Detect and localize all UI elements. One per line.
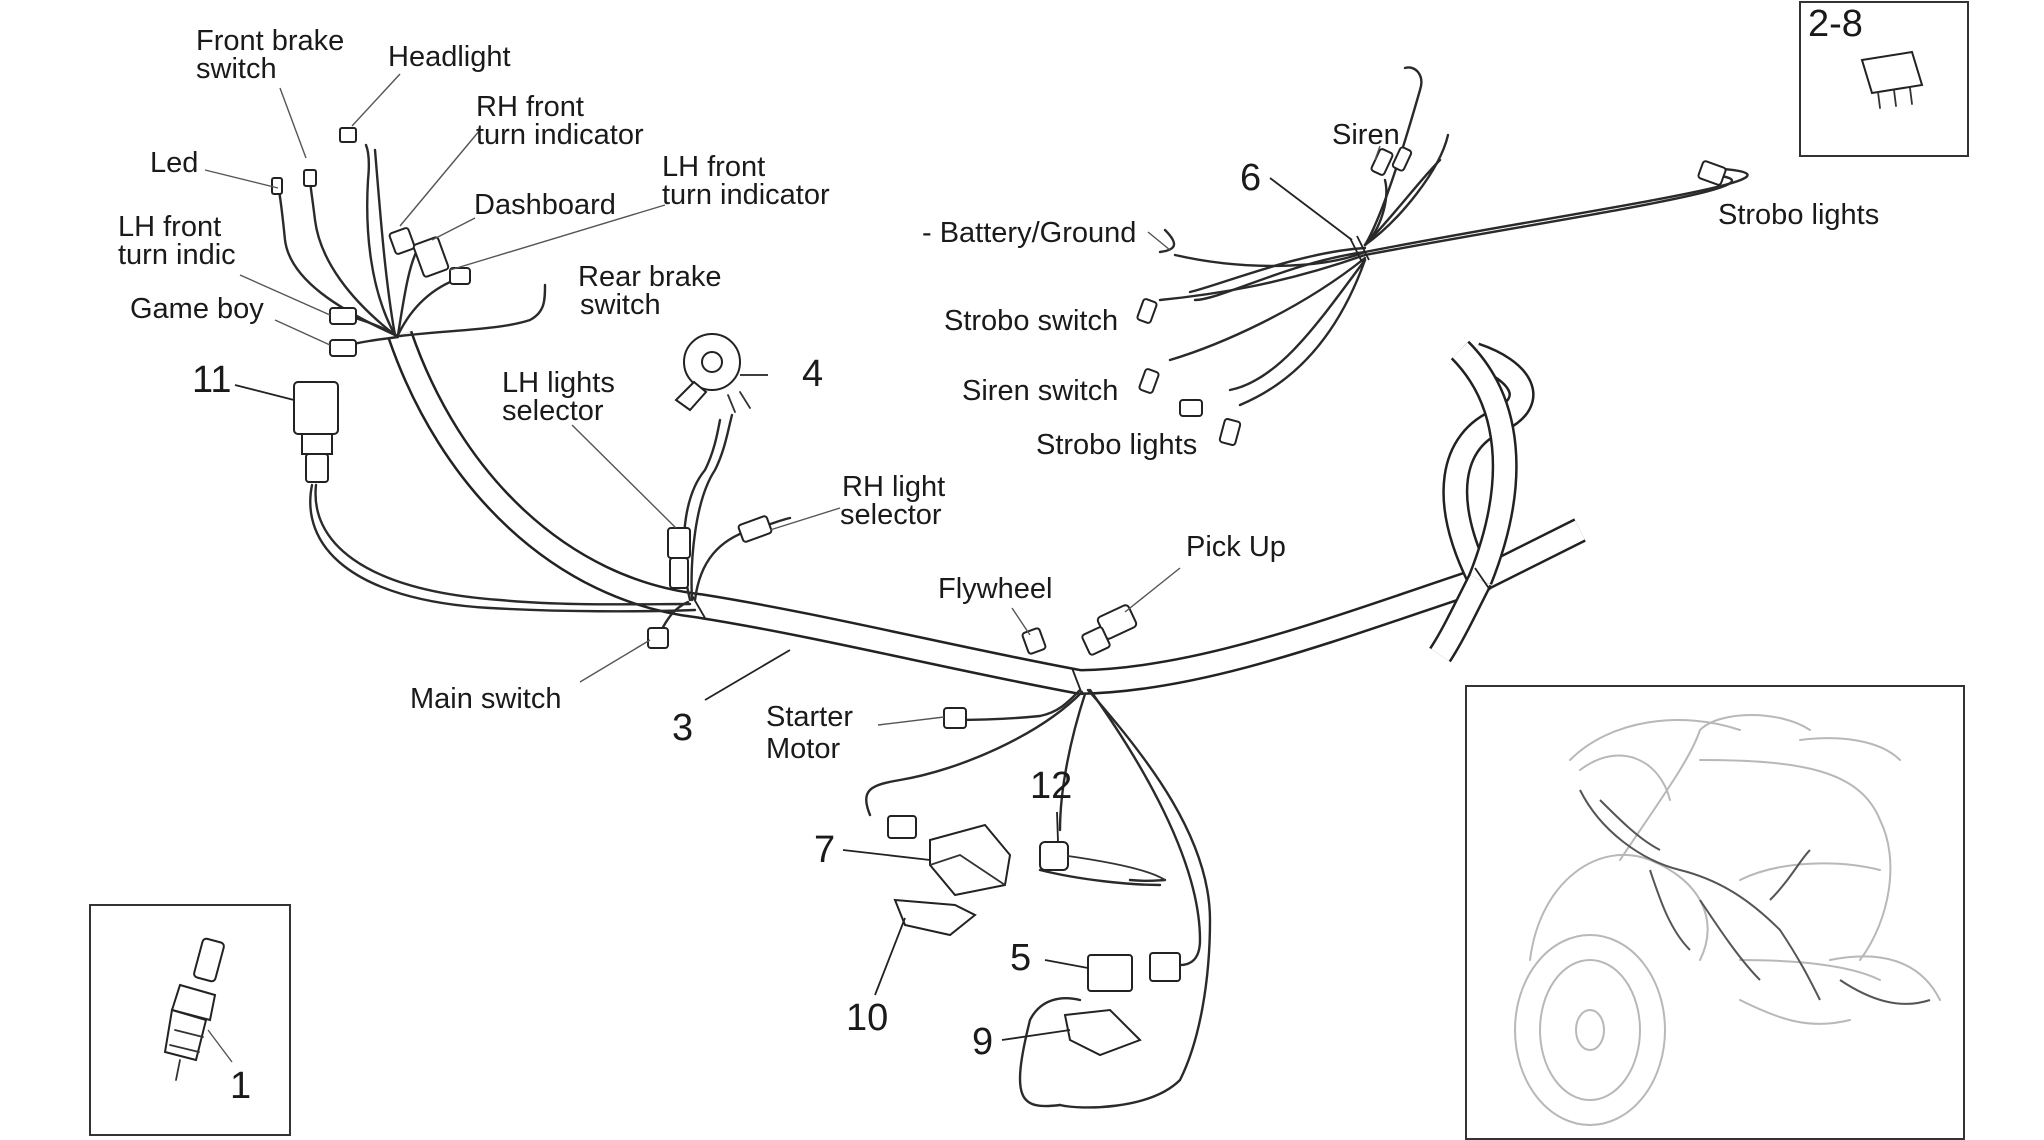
fuse-inset [1799,1,1969,157]
part-number-9: 9 [972,1021,993,1063]
label-starter-motor-2: Motor [766,733,840,765]
regulator-part-5 [1087,952,1181,992]
label-lh-lights-selector-1: LH lights [502,367,615,399]
part-number-10: 10 [846,997,888,1039]
relay-part-11 [293,381,339,483]
part-number-11: 11 [192,359,231,401]
leader-lines [204,73,1381,1041]
label-front-brake-switch-1: Front brake [196,25,344,57]
label-lh-front-turn-indic-2: turn indic [118,239,236,271]
bracket-part-10 [893,898,977,937]
cdi-unit-part-7 [887,815,1012,897]
label-lh-front-turn-indicator-2: turn indicator [662,179,830,211]
flywheel-connector [1021,627,1047,655]
label-strobo-lights-bottom: Strobo lights [1036,429,1197,461]
part-number-4: 4 [802,353,823,395]
starter-relay-part-9 [1063,1008,1142,1057]
lh-lights-selector-plug [669,557,689,589]
label-dashboard: Dashboard [474,189,616,221]
lh-lights-selector-connector [667,527,691,559]
starter-motor-connector [943,707,967,729]
main-switch-connector [647,627,669,649]
label-main-switch: Main switch [410,683,562,715]
label-rh-front-turn-1: RH front [476,91,584,123]
part-numbers: 1 2-8 3 4 5 6 7 9 10 11 12 [192,3,1863,1107]
label-rear-brake-1: Rear brake [578,261,721,293]
label-rh-light-selector-2: selector [840,499,942,531]
scooter-location-inset [1465,685,1965,1140]
label-game-boy: Game boy [130,293,264,325]
label-siren-switch: Siren switch [962,375,1118,407]
part-number-1: 1 [230,1065,251,1107]
text-labels: Front brake switch Headlight RH front tu… [118,25,1879,765]
pick-up-plug [1081,626,1111,656]
front-connectors [271,127,471,357]
horn-part-4 [674,333,751,413]
part-number-3: 3 [672,707,693,749]
strobo-siren-harness [1158,66,1749,407]
label-lh-front-turn-indicator-1: LH front [662,151,765,183]
strobo-connectors [1136,146,1727,446]
label-flywheel: Flywheel [938,573,1052,605]
part-number-12: 12 [1030,765,1072,807]
coil-part-12 [1039,841,1166,881]
label-headlight: Headlight [388,41,511,73]
part-number-7: 7 [814,829,835,871]
part-number-5: 5 [1010,937,1031,979]
relay-11-wire [309,483,697,613]
rh-light-selector-connector [737,515,773,543]
label-pick-up: Pick Up [1186,531,1286,563]
label-lh-front-turn-indic-1: LH front [118,211,221,243]
label-rear-brake-2: switch [580,289,661,321]
lower-branch-wires [865,688,1212,1109]
spark-plug-inset [89,904,291,1136]
part-number-2-8: 2-8 [1808,3,1863,45]
label-front-brake-switch-2: switch [196,53,277,85]
label-strobo-lights-top: Strobo lights [1718,199,1879,231]
label-rh-front-turn-2: turn indicator [476,119,644,151]
main-wiring-harness [387,330,1586,695]
label-battery-ground: - Battery/Ground [922,217,1136,249]
label-siren: Siren [1332,119,1400,151]
label-rh-light-selector-1: RH light [842,471,945,503]
part-number-6: 6 [1240,157,1261,199]
label-lh-lights-selector-2: selector [502,395,604,427]
label-strobo-switch: Strobo switch [944,305,1118,337]
label-led: Led [150,147,198,179]
label-starter-motor-1: Starter [766,701,853,733]
